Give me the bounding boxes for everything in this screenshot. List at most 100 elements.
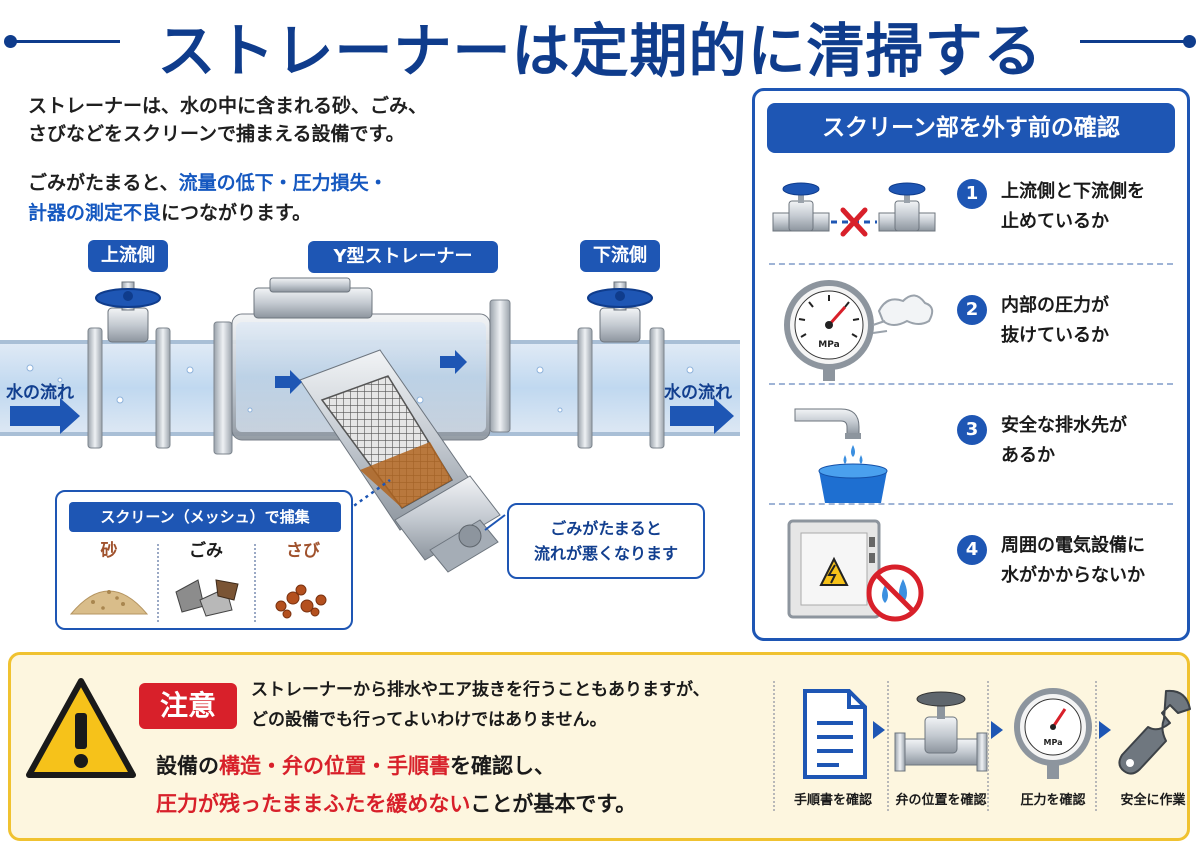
intro-segment: ごみがたまると、 (28, 172, 179, 194)
caution-highlight: 圧力が残ったままふたを緩めない (156, 792, 471, 816)
intro-line: ストレーナーは、水の中に含まれる砂、ごみ、 (28, 95, 428, 117)
water-bubbles (26, 364, 694, 413)
step-number-badge: 2 (957, 295, 987, 325)
flow-arrow-icon (670, 398, 734, 434)
check-step-2: MPa 2 内部の圧力が 抜けているか (755, 271, 1187, 389)
check-step-1: 1 上流側と下流側を 止めているか (755, 159, 1187, 277)
procedure-arrow-icon (1099, 721, 1111, 739)
wrench-icon (1118, 689, 1191, 775)
step-text: 内部の圧力が 抜けているか (1001, 291, 1109, 351)
intro-line: さびなどをスクリーンで捕まえる設備です。 (28, 123, 405, 145)
procedure-step-valve: 弁の位置を確認 (891, 683, 991, 808)
intro-line: ごみがたまると、流量の低下・圧力損失・ (28, 168, 388, 198)
step-line: 上流側と下流側を (1001, 181, 1145, 202)
sand-pile-icon (69, 590, 149, 615)
gauge-unit: MPa (1043, 738, 1062, 747)
debris-rust: さび (257, 540, 349, 626)
debris-label: 砂 (100, 541, 118, 561)
drain-bucket-icon (794, 408, 888, 503)
intro-highlight: 計器の測定不良 (28, 202, 162, 224)
trash-pieces-icon (175, 579, 239, 617)
intro-line: 計器の測定不良につながります。 (28, 198, 388, 228)
step-line: 安全な排水先が (1001, 415, 1127, 436)
downstream-tag: 下流側 (580, 240, 660, 272)
clog-callout: ごみがたまると 流れが悪くなります (507, 503, 705, 579)
caution-badge: 注意 (139, 683, 237, 729)
intro-highlight: 流量の低下・圧力損失・ (178, 172, 388, 194)
strainer-tag: Y型ストレーナー (308, 241, 498, 273)
flow-out-label: 水の流れ (664, 383, 732, 403)
callout-line: ごみがたまると (550, 519, 662, 538)
step-number-badge: 4 (957, 535, 987, 565)
caution-key-message: 設備の構造・弁の位置・手順書を確認し、 圧力が残ったままふたを緩めないことが基本… (156, 747, 636, 823)
page-title: ストレーナーは定期的に清掃する (157, 17, 1043, 85)
intro-consequence: ごみがたまると、流量の低下・圧力損失・ 計器の測定不良につながります。 (28, 168, 388, 228)
panel-heading: スクリーン部を外す前の確認 (767, 103, 1175, 153)
pressure-gauge-icon: MPa (1014, 688, 1092, 779)
closed-valves-icon (772, 182, 936, 237)
gauge-unit: MPa (818, 340, 839, 350)
procedure-divider (773, 681, 775, 811)
caution-line: どの設備でも行ってよいわけではありません。 (251, 710, 607, 730)
title-bar: ストレーナーは定期的に清掃する (0, 0, 1200, 85)
strainer-diagram (0, 277, 740, 573)
step-number-badge: 3 (957, 415, 987, 445)
debris-sand: 砂 (63, 540, 155, 626)
caution-line: 圧力が残ったままふたを緩めないことが基本です。 (156, 785, 636, 823)
procedure-step-pressure: MPa 圧力を確認 (1003, 683, 1103, 808)
title-decor-line (1080, 40, 1190, 43)
y-strainer-icon (231, 277, 501, 573)
step-divider (769, 383, 1173, 385)
step-line: 水がかからないか (1001, 565, 1145, 586)
step-line: 周囲の電気設備に (1001, 535, 1145, 556)
procedure-label: 弁の位置を確認 (895, 793, 987, 808)
upstream-tag: 上流側 (88, 240, 168, 272)
intro-text: ストレーナーは、水の中に含まれる砂、ごみ、 さびなどをスクリーンで捕まえる設備で… (28, 92, 427, 148)
flow-in-label: 水の流れ (6, 383, 74, 403)
pre-removal-check-panel: スクリーン部を外す前の確認 1 上流側と下流側を 止めているか (752, 88, 1190, 641)
step-divider (769, 503, 1173, 505)
caution-line: 設備の構造・弁の位置・手順書を確認し、 (156, 747, 636, 785)
procedure-step-manual: 手順書を確認 (783, 683, 883, 808)
step-text: 周囲の電気設備に 水がかからないか (1001, 531, 1145, 591)
step-line: あるか (1001, 445, 1055, 466)
step-line: 抜けているか (1001, 325, 1109, 346)
title-decor-dot (1183, 35, 1196, 48)
screen-catch-heading: スクリーン（メッシュ）で捕集 (69, 502, 341, 532)
caution-segment: ことが基本です。 (470, 792, 637, 816)
procedure-divider (887, 681, 889, 811)
procedure-divider (1095, 681, 1097, 811)
caution-segment: 設備の (156, 754, 219, 778)
collected-debris (360, 442, 452, 508)
flow-arrow-icon (440, 350, 467, 374)
downstream-valve-icon (587, 281, 653, 343)
procedure-label: 手順書を確認 (793, 793, 872, 808)
check-step-3: 3 安全な排水先が あるか (755, 391, 1187, 509)
step-number-badge: 1 (957, 179, 987, 209)
debris-label: ごみ (189, 541, 223, 561)
step-text: 安全な排水先が あるか (1001, 411, 1127, 471)
upstream-valve-icon (95, 281, 161, 343)
step-line: 内部の圧力が (1001, 295, 1109, 316)
pressure-gauge-icon: MPa (784, 280, 934, 381)
title-decor-line (10, 40, 120, 43)
caution-segment: を確認し、 (450, 754, 555, 778)
step-text: 上流側と下流側を 止めているか (1001, 177, 1145, 237)
catch-divider (254, 544, 256, 622)
step-line: 止めているか (1001, 211, 1109, 232)
check-step-4: 4 周囲の電気設備に 水がかからないか (755, 511, 1187, 629)
warning-icon (26, 678, 136, 778)
flow-arrow-icon (275, 370, 302, 394)
callout-line: 流れが悪くなります (533, 544, 678, 563)
rust-flakes-icon (275, 584, 327, 619)
screen-catch-box: スクリーン（メッシュ）で捕集 砂 ごみ さび (55, 490, 353, 630)
procedure-arrow-icon (873, 721, 885, 739)
procedure-divider (987, 681, 989, 811)
caution-box: 注意 ストレーナーから排水やエア抜きを行うこともありますが、 どの設備でも行って… (8, 652, 1191, 841)
caution-highlight: 構造・弁の位置・手順書 (219, 754, 450, 778)
procedure-label: 圧力を確認 (1020, 793, 1086, 808)
procedure-arrow-icon (991, 721, 1003, 739)
procedure-step-safe-work: 安全に作業 (1103, 683, 1200, 808)
caution-line: ストレーナーから排水やエア抜きを行うこともありますが、 (251, 680, 710, 700)
debris-label: さび (286, 541, 320, 561)
